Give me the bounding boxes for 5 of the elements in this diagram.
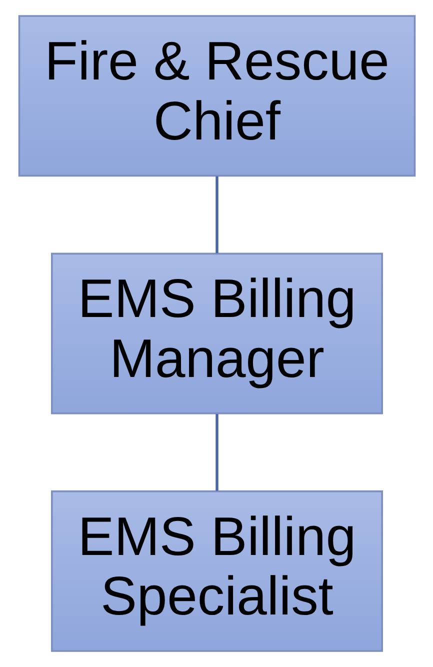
connector: [215, 176, 218, 254]
node-box: Fire & Rescue Chief: [18, 15, 416, 177]
node-box: EMS Billing Specialist: [50, 490, 382, 652]
connector: [215, 414, 218, 491]
node-box: EMS Billing Manager: [50, 252, 382, 414]
